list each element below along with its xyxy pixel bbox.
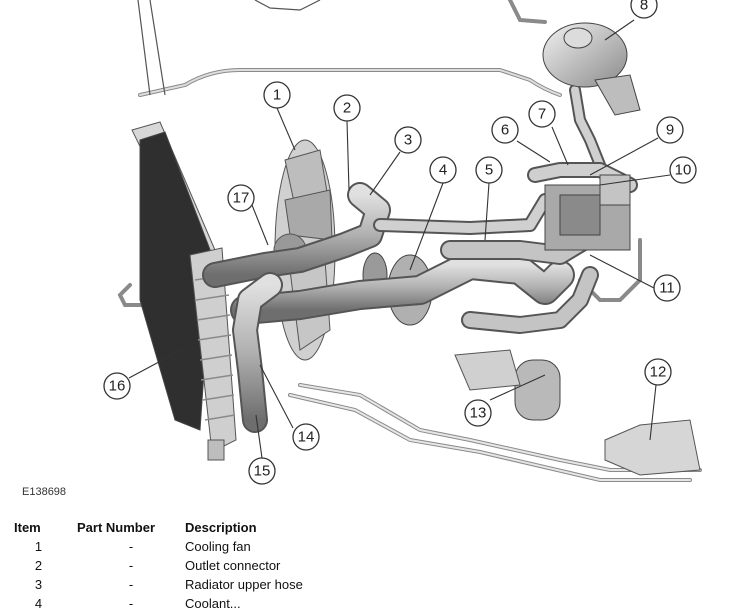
row-part-number: -	[128, 596, 134, 611]
svg-text:3: 3	[404, 132, 412, 149]
table-row: 1 - Cooling fan	[0, 537, 303, 556]
svg-text:8: 8	[640, 0, 648, 14]
radiator	[131, 121, 237, 461]
callout-4: 4	[429, 156, 457, 184]
row-description: Cooling fan	[185, 539, 251, 554]
row-part-number: -	[128, 577, 134, 592]
svg-text:16: 16	[109, 378, 126, 395]
callout-8: 8	[630, 0, 658, 19]
hoses	[202, 84, 638, 433]
header-description: Description	[185, 520, 257, 535]
table-header-row: Item Part Number Description	[0, 518, 303, 537]
pipe-lines	[117, 0, 702, 482]
table-row: 4 - Coolant...	[0, 594, 303, 613]
callout-15: 15	[248, 457, 276, 485]
svg-text:2: 2	[343, 100, 351, 117]
callout-5: 5	[475, 156, 503, 184]
svg-text:13: 13	[470, 405, 487, 422]
callout-10: 10	[669, 156, 697, 184]
heater-bracket	[604, 419, 701, 476]
callout-14: 14	[292, 423, 320, 451]
thermostat-housing	[544, 174, 631, 251]
callout-13: 13	[464, 399, 492, 427]
row-part-number: -	[128, 539, 134, 554]
row-item: 4	[34, 596, 43, 611]
row-item: 1	[34, 539, 43, 554]
row-item: 2	[34, 558, 43, 573]
cooling-system-diagram: 1 2 3 4 5 6 7 8 9 10 11 12 13 14 15 16 1…	[103, 0, 702, 485]
callout-2: 2	[333, 94, 361, 122]
svg-text:1: 1	[273, 87, 281, 104]
callout-16: 16	[103, 372, 131, 400]
table-row: 2 - Outlet connector	[0, 556, 303, 575]
row-part-number: -	[128, 558, 134, 573]
svg-text:10: 10	[675, 162, 692, 179]
header-item: Item	[14, 520, 41, 535]
row-description: Outlet connector	[185, 558, 281, 573]
callout-3: 3	[394, 126, 422, 154]
callout-1: 1	[263, 81, 291, 109]
callout-12: 12	[644, 358, 672, 386]
svg-text:12: 12	[650, 364, 667, 381]
auxiliary-pump	[454, 349, 561, 421]
callout-7: 7	[528, 100, 556, 128]
svg-text:14: 14	[298, 429, 315, 446]
callout-11: 11	[653, 274, 681, 302]
table-row: 3 - Radiator upper hose	[0, 575, 303, 594]
svg-text:7: 7	[538, 106, 546, 123]
svg-text:17: 17	[233, 190, 250, 207]
row-item: 3	[34, 577, 43, 592]
svg-text:6: 6	[501, 122, 509, 139]
leader-lines	[128, 19, 671, 459]
figure-code: E138698	[22, 486, 67, 498]
svg-text:9: 9	[666, 122, 674, 139]
row-description: Radiator upper hose	[185, 577, 303, 592]
callout-6: 6	[491, 116, 519, 144]
svg-text:5: 5	[485, 162, 493, 179]
svg-text:4: 4	[439, 162, 447, 179]
row-description: Coolant...	[185, 596, 241, 611]
svg-text:11: 11	[659, 280, 675, 297]
svg-text:15: 15	[254, 463, 271, 480]
parts-table: Item Part Number Description 1 - Cooling…	[0, 518, 303, 613]
callout-17: 17	[227, 184, 255, 212]
header-part-number: Part Number	[77, 520, 156, 535]
expansion-tank	[542, 22, 641, 116]
callout-9: 9	[656, 116, 684, 144]
mounting-lines	[137, 0, 321, 96]
